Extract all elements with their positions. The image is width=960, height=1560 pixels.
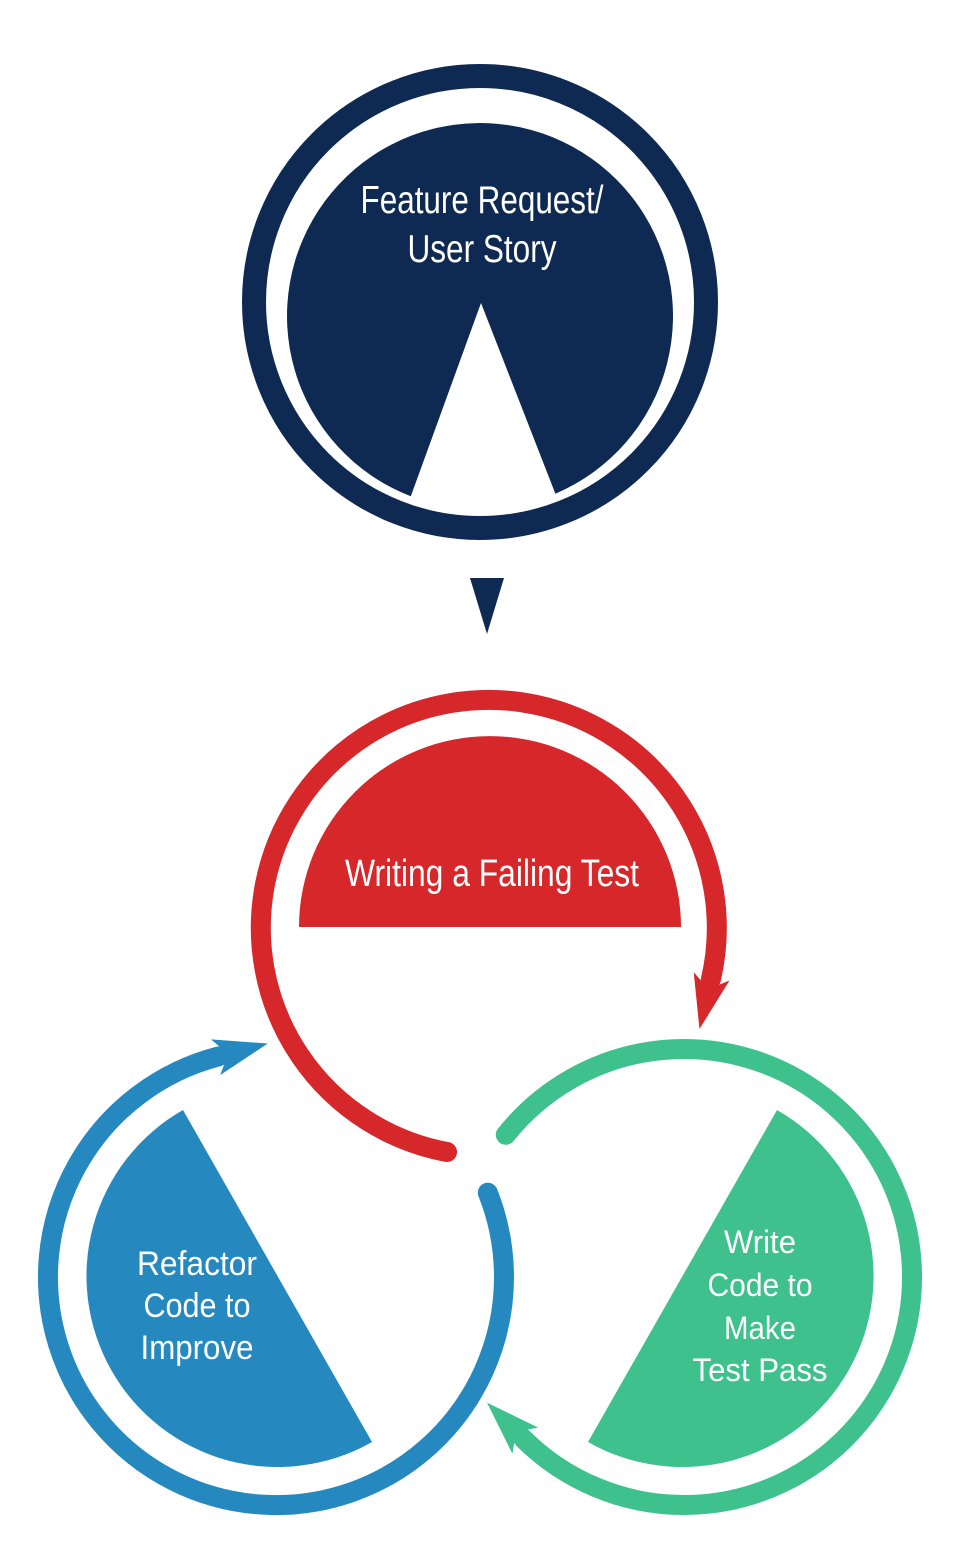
feature-to-test-down-arrow-icon <box>470 578 504 634</box>
refactor-code-label-line2: Code to <box>144 1287 251 1325</box>
blue-cycle-arrow <box>37 1039 514 1515</box>
write-code-label-line1: Write <box>724 1224 796 1260</box>
writing-failing-test-label: Writing a Failing Test <box>345 853 639 895</box>
writing-failing-test-node: Writing a Failing Test <box>250 689 730 1162</box>
feature-request-outer-ring <box>242 64 718 540</box>
feature-request-label-line1: Feature Request/ <box>361 179 604 222</box>
feature-request-disc <box>287 123 674 497</box>
feature-request-node: Feature Request/ User Story <box>242 64 718 540</box>
refactor-code-disc <box>86 1110 373 1468</box>
writing-failing-test-half-disc <box>299 736 681 927</box>
refactor-code-node: Refactor Code to Improve <box>37 1039 514 1515</box>
feature-request-label-line2: User Story <box>408 228 557 271</box>
write-code-disc <box>588 1110 874 1468</box>
write-code-label-line2: Code to <box>708 1267 813 1303</box>
write-code-label-line4: Test Pass <box>693 1352 828 1388</box>
green-cycle-arrow <box>486 1039 923 1515</box>
refactor-code-label-line3: Improve <box>141 1329 254 1367</box>
refactor-code-label-line1: Refactor <box>137 1245 257 1283</box>
write-code-label-line3: Make <box>724 1310 796 1346</box>
red-cycle-arrow <box>250 689 730 1162</box>
write-code-node: Write Code to Make Test Pass <box>486 1039 923 1515</box>
